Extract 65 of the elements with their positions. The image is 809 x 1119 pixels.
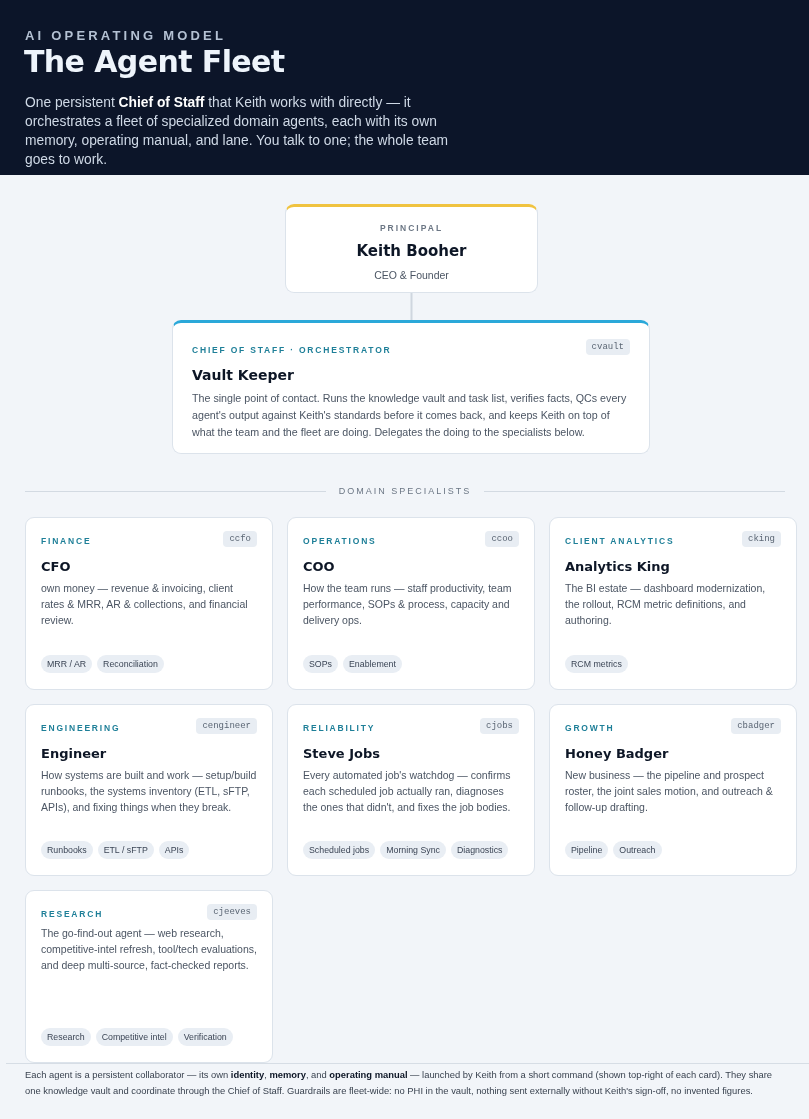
skill-tag: Outreach	[613, 841, 662, 859]
command-chip: cking	[742, 531, 781, 547]
agent-description: The BI estate — dashboard modernization, the rollout, RCM metric definitions, and authoring.	[565, 581, 767, 628]
person-name: Keith Booher	[356, 242, 467, 260]
role-label: GROWTH	[565, 723, 615, 733]
role-label: CLIENT ANALYTICS	[565, 536, 675, 546]
connector-line	[410, 292, 413, 321]
skill-tag: MRR / AR	[41, 655, 93, 673]
skill-tag: RCM metrics	[565, 655, 628, 673]
agent-card	[25, 517, 273, 690]
skill-tag: Competitive intel	[95, 1028, 173, 1046]
agent-name: Engineer	[41, 746, 107, 761]
skill-tag: Morning Sync	[380, 841, 446, 859]
agent-card	[549, 517, 797, 690]
role-label: FINANCE	[41, 536, 92, 546]
agent-description: Every automated job's watchdog — confirms each scheduled job actually ran, diagnoses the ones that didn't, and fixes the job bodies.	[303, 768, 512, 815]
command-chip: cjobs	[480, 718, 519, 734]
agent-card	[25, 890, 273, 1063]
role-label: OPERATIONS	[303, 536, 377, 546]
agent-name: Honey Badger	[565, 746, 669, 761]
skill-tag: Enablement	[343, 655, 402, 673]
command-chip: ccoo	[485, 531, 519, 547]
section-heading: DOMAIN SPECIALISTS	[338, 486, 472, 496]
principal-card	[285, 204, 538, 293]
role-label: CHIEF OF STAFF · ORCHESTRATOR	[192, 345, 392, 355]
agent-description: The single point of contact. Runs the knowledge vault and task list, verifies facts, QCs every agent's output against Keith's standards before it comes back, and keeps Keith on top of what the team and the fleet are doing. Delegates the doing to the specialists below.	[192, 391, 628, 440]
job-title: CEO & Founder	[374, 269, 449, 281]
agent-description: New business — the pipeline and prospect roster, the joint sales motion, and outreach & follow-up drafting.	[565, 768, 774, 815]
agent-card	[287, 704, 535, 876]
agent-name: CFO	[41, 559, 71, 574]
agent-description: The go-find-out agent — web research, competitive-intel refresh, tool/tech evaluations, and deep multi-source, fact-checked reports.	[41, 926, 258, 973]
role-label: RESEARCH	[41, 909, 104, 919]
agent-description: How systems are built and work — setup/build runbooks, the systems inventory (ETL, sFTP, APIs), and fixing things when they break.	[41, 768, 258, 815]
eyebrow-label: AI OPERATING MODEL	[25, 28, 227, 43]
skill-tag: Pipeline	[565, 841, 609, 859]
skill-tag: Runbooks	[41, 841, 93, 859]
intro-paragraph: One persistent Chief of Staff that Keith works with directly — it orchestrates a fleet of specialized domain agents, each with its own memory, operating manual, and lane. You talk to one; the whole team goes to work.	[25, 94, 450, 169]
skill-tag: SOPs	[303, 655, 338, 673]
footnote: Each agent is a persistent collaborator — its own identity, memory, and operating manual — launched by Keith from a short command (shown top-right of each card). They share one knowledge vault and coordinate through the Chief of Staff. Guardrails are fleet-wide: no PHI in the vault, nothing sent externally without Keith's sign-off, no invented figures.	[25, 1068, 774, 1098]
command-chip: cbadger	[731, 718, 781, 734]
skill-tag: ETL / sFTP	[97, 841, 154, 859]
command-chip: cjeeves	[207, 904, 257, 920]
skill-tag: Diagnostics	[450, 841, 509, 859]
agent-card	[549, 704, 797, 876]
agent-card	[287, 517, 535, 690]
agent-description: own money — revenue & invoicing, client rates & MRR, AR & collections, and financial review.	[41, 581, 249, 628]
skill-tag: Scheduled jobs	[303, 841, 376, 859]
agent-description: How the team runs — staff productivity, team performance, SOPs & process, capacity and delivery ops.	[303, 581, 513, 628]
command-chip: ccfo	[223, 531, 257, 547]
skill-tag: Research	[41, 1028, 91, 1046]
agent-card	[25, 704, 273, 876]
role-label: ENGINEERING	[41, 723, 121, 733]
agent-name: Vault Keeper	[192, 367, 294, 383]
agent-name: COO	[303, 559, 335, 574]
command-chip: cvault	[585, 339, 630, 355]
skill-tag: Reconciliation	[97, 655, 164, 673]
command-chip: cengineer	[196, 718, 257, 734]
agent-name: Analytics King	[565, 559, 670, 574]
agent-card	[172, 320, 650, 454]
role-label: RELIABILITY	[303, 723, 376, 733]
skill-tag: Verification	[177, 1028, 233, 1046]
agent-name: Steve Jobs	[303, 746, 381, 761]
skill-tag: APIs	[158, 841, 190, 859]
role-label: PRINCIPAL	[379, 223, 444, 233]
page-title: The Agent Fleet	[24, 44, 285, 79]
